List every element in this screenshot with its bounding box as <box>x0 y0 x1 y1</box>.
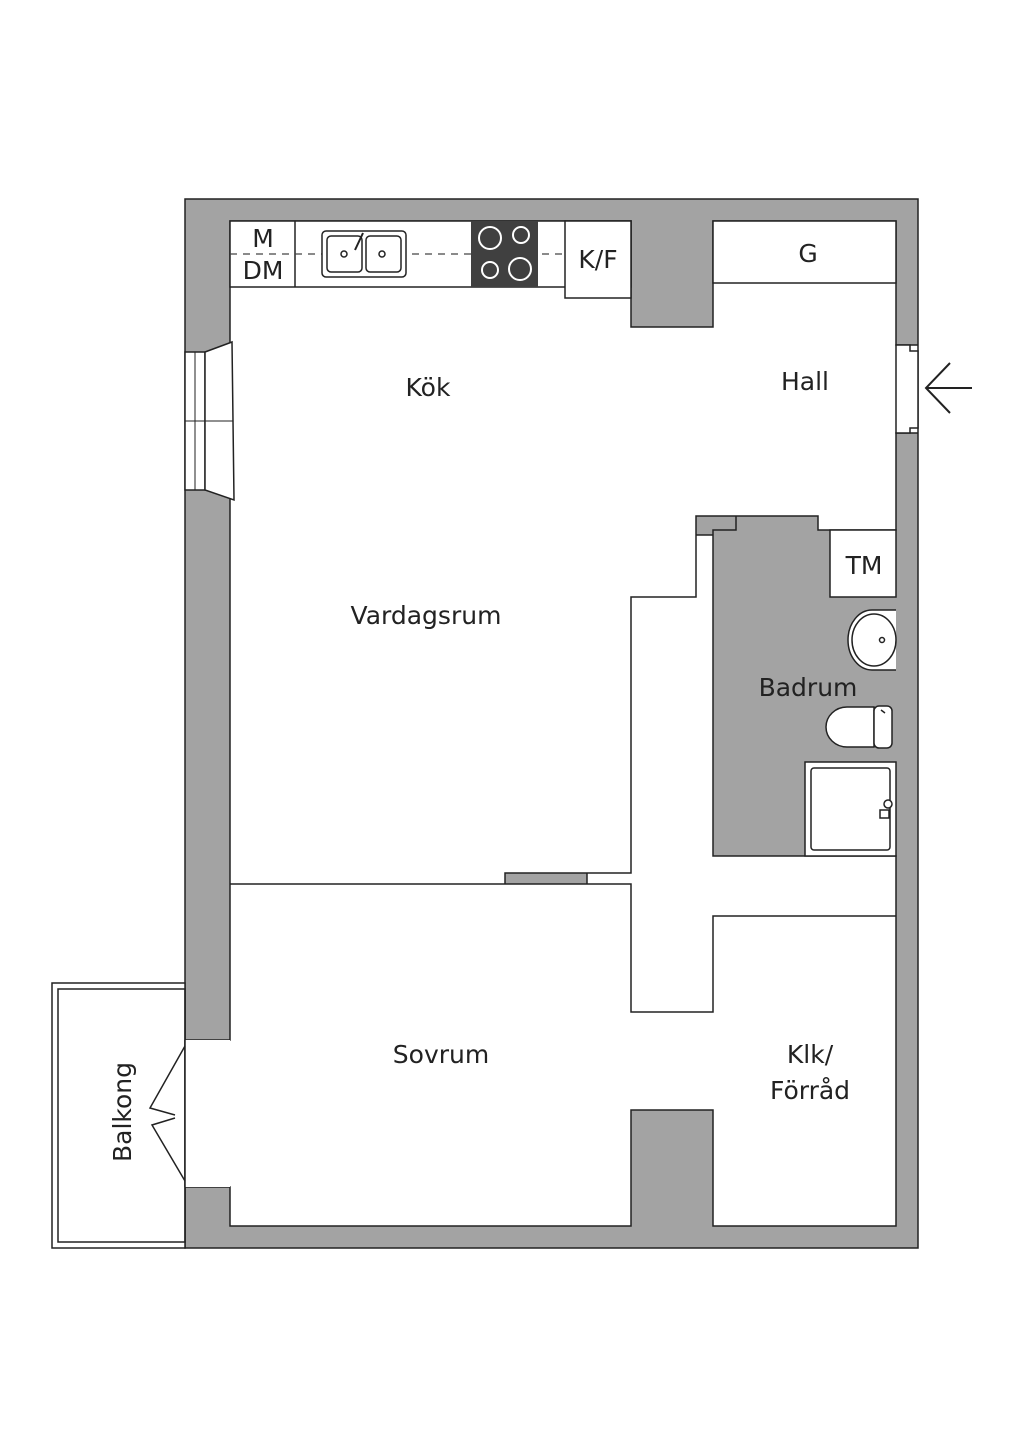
wash-basin-icon <box>847 609 897 671</box>
kitchen-sink-icon <box>321 230 407 278</box>
room-label-balkong: Balkong <box>108 1062 137 1162</box>
entrance-arrow-icon <box>924 362 972 414</box>
stove-icon <box>471 221 538 287</box>
fixture-label-m: M <box>252 224 274 253</box>
room-label-kok: Kök <box>406 373 451 402</box>
entrance-opening <box>895 344 919 434</box>
room-label-badrum: Badrum <box>759 673 858 702</box>
room-label-forrad: Förråd <box>770 1076 850 1105</box>
room-label-hall: Hall <box>781 367 829 396</box>
room-label-sovrum: Sovrum <box>393 1040 489 1069</box>
fixture-label-tm: TM <box>845 551 883 580</box>
fixture-label-dm: DM <box>243 256 284 285</box>
fixture-label-kf: K/F <box>578 245 617 274</box>
toilet-icon <box>825 705 893 749</box>
washing-machine <box>829 529 897 598</box>
room-label-klk: Klk/ <box>787 1040 834 1069</box>
kitchen-counter <box>229 220 632 299</box>
room-label-vardagsrum: Vardagsrum <box>351 601 502 630</box>
balcony-door <box>148 1040 230 1187</box>
walls <box>184 198 919 1249</box>
shower-icon <box>804 761 897 857</box>
balcony <box>51 982 186 1249</box>
window <box>184 340 235 502</box>
fixture-label-g: G <box>798 239 817 268</box>
wardrobe <box>712 220 897 284</box>
